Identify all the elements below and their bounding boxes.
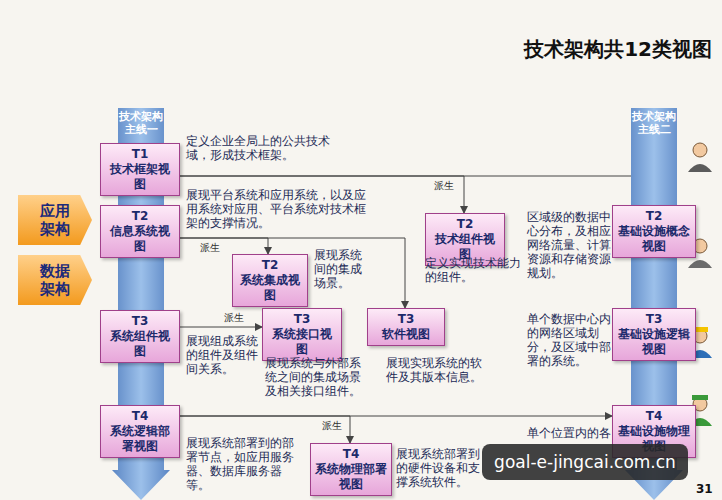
view-code: T1 [132, 147, 149, 162]
derive-connector [180, 238, 405, 308]
architecture-tab: 应用架构 [18, 195, 92, 245]
view-name: 系统接口视图 [267, 327, 337, 357]
view-description: 展现系统部署到的硬件设备和支撑系统软件。 [396, 447, 480, 489]
view-name: 系统集成视图 [237, 273, 303, 303]
view-name: 系统物理部署视图 [315, 462, 387, 492]
view-description: 单个位置内的各 [527, 426, 613, 440]
mainline-band: 技术架构主线一T1技术框架视图T2信息系统视图T3系统组件视图T4系统逻辑部署视… [112, 108, 170, 500]
view-description: 展现系统间的集成场景。 [314, 248, 366, 290]
view-code: T2 [132, 209, 149, 224]
band-heading: 技术架构主线一 [117, 110, 165, 136]
view-description: 展现实现系统的软件及其版本信息。 [386, 356, 482, 384]
view-description: 展现系统部署到的部署节点，如应用服务器、数据库服务器等。 [186, 436, 298, 492]
view-box: T2基础设施概念视图 [612, 205, 696, 258]
view-code: T3 [132, 314, 149, 329]
view-code: T3 [646, 312, 663, 327]
architecture-tab: 数据架构 [18, 255, 92, 305]
view-description: 单个数据中心内的网络区域划分，及区域中部署的系统。 [527, 312, 613, 368]
edge-label: 派生 [320, 420, 344, 432]
view-code: T4 [646, 409, 663, 424]
person-icons [688, 143, 712, 426]
derive-connector [180, 238, 268, 254]
view-description: 定义企业全局上的公共技术域，形成技术框架。 [186, 134, 346, 162]
view-name: 软件视图 [382, 327, 430, 342]
view-name: 系统逻辑部署视图 [105, 424, 175, 454]
view-name: 数据架构 [39, 262, 71, 298]
edge-label: 派生 [432, 180, 456, 192]
view-name: 技术框架视图 [105, 162, 175, 192]
view-name: 系统组件视图 [105, 329, 175, 359]
view-box: T2系统集成视图 [232, 254, 308, 307]
view-box: T4系统逻辑部署视图 [100, 405, 180, 458]
edge-label: 派生 [198, 242, 222, 254]
mainline-band: 技术架构主线二T2基础设施概念视图T3基础设施逻辑视图T4基础设施物理视图 [625, 108, 683, 500]
band-heading: 技术架构主线二 [630, 110, 678, 136]
view-box: T2信息系统视图 [100, 205, 180, 258]
watermark: goal-e-jingcai.com.cn [482, 444, 688, 480]
view-name: 应用架构 [39, 202, 71, 238]
view-code: T2 [262, 258, 279, 273]
view-name: 信息系统视图 [105, 224, 175, 254]
derive-connector [180, 416, 612, 417]
view-code: T2 [457, 217, 474, 232]
view-code: T2 [646, 209, 663, 224]
view-box: T3基础设施逻辑视图 [612, 308, 696, 361]
view-code: T3 [294, 312, 311, 327]
view-description: 展现平台系统和应用系统，以及应用系统对应用、平台系统对技术框架的支撑情况。 [186, 188, 368, 230]
view-description: 展现组成系统的组件及组件间关系。 [186, 334, 258, 376]
view-box: T3软件视图 [367, 308, 445, 346]
edge-label: 派生 [222, 312, 246, 324]
view-name: 基础设施概念视图 [617, 224, 691, 254]
view-box: T3系统组件视图 [100, 310, 180, 363]
view-name: 基础设施逻辑视图 [617, 327, 691, 357]
view-box: T3系统接口视图 [262, 308, 342, 361]
view-box: T1技术框架视图 [100, 143, 180, 196]
view-code: T3 [398, 312, 415, 327]
view-description: 定义实现技术能力的组件。 [425, 256, 521, 284]
view-box: T4系统物理部署视图 [310, 443, 392, 496]
page-number: 31 [696, 482, 718, 496]
view-code: T4 [132, 409, 149, 424]
derive-connector [180, 327, 262, 328]
view-description: 区域级的数据中心分布，及相应网络流量、计算资源和存储资源规划。 [527, 210, 613, 280]
view-code: T4 [343, 447, 360, 462]
view-description: 展现系统与外部系统之间的集成场景及相关接口组件。 [265, 356, 365, 398]
page-title: 技术架构共12类视图 [524, 36, 712, 63]
